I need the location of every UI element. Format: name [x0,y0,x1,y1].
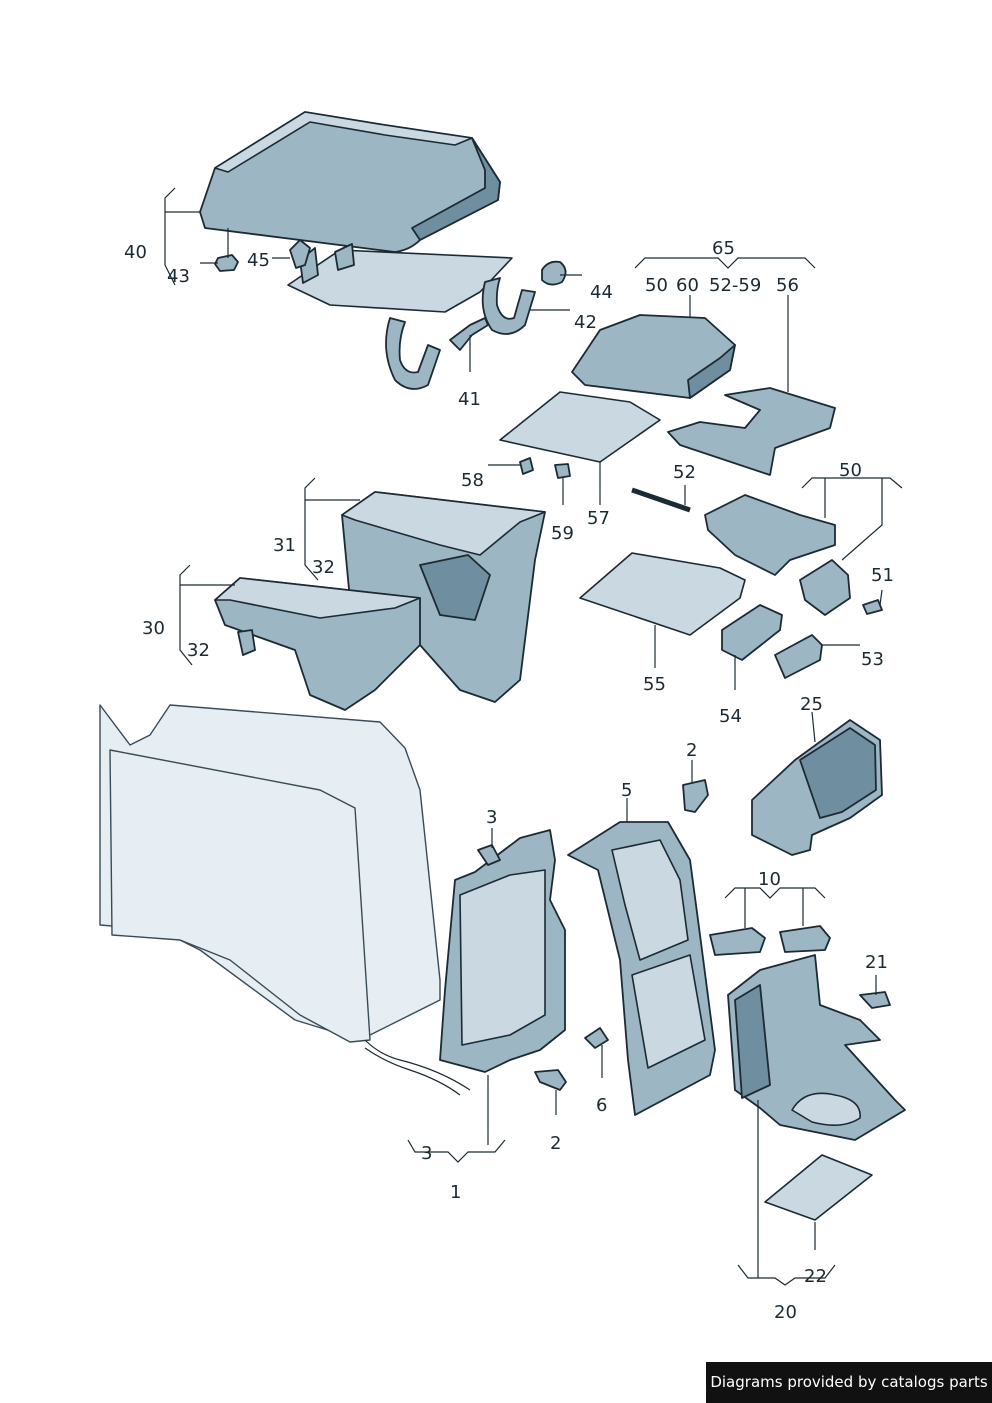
hinge-mechanism-part [704,494,851,616]
callout-21: 21 [865,952,888,973]
trim-strip-53-part [774,634,823,679]
armrest-lid-part [199,111,501,253]
callout-25: 25 [800,694,823,715]
callout-32-lower: 32 [187,640,210,661]
callout-3-lower: 3 [421,1143,432,1164]
clip-6-part [584,1027,609,1049]
callout-59: 59 [551,523,574,544]
callout-5: 5 [621,780,632,801]
clip-32-part [237,629,256,656]
callout-1: 1 [450,1182,461,1203]
console-bracket-part [439,829,566,1073]
callout-22: 22 [804,1266,827,1287]
leader-lines [164,187,903,1286]
callout-6: 6 [596,1095,607,1116]
trim-cover-part [667,387,836,476]
callout-45: 45 [247,250,270,271]
callout-2-lower: 2 [550,1133,561,1154]
callout-labels: 40 43 45 44 42 41 65 50 60 52-59 56 58 5… [124,238,894,1323]
callout-51: 51 [871,565,894,586]
air-vent-part [751,719,883,856]
screw-58-part [519,457,534,475]
callout-41: 41 [458,389,481,410]
lighter-left-part [709,927,766,956]
nut-59-part [554,463,571,479]
callout-31: 31 [273,535,296,556]
bolt-41-part [449,317,489,351]
callout-2-upper: 2 [686,740,697,761]
callout-20: 20 [774,1302,797,1323]
callout-57: 57 [587,508,610,529]
callout-55: 55 [643,674,666,695]
vehicle-console-context [99,704,471,1096]
nut-43-part [214,254,239,272]
screw-2-upper-part [682,779,709,813]
screw-2-lower-part [534,1069,567,1091]
callout-65: 65 [712,238,735,259]
callout-52-59: 52-59 [709,275,761,296]
storage-box-part [341,491,546,703]
base-frame-part [499,391,661,463]
grommet-44-part [541,260,567,286]
callout-53: 53 [861,649,884,670]
cover-plate-part [764,1154,873,1221]
callout-40: 40 [124,242,147,263]
clip-45-part [289,239,311,269]
callout-60: 60 [676,275,699,296]
callout-58: 58 [461,470,484,491]
callout-43: 43 [167,266,190,287]
lighter-right-part [779,925,831,953]
armrest-pad-part [571,314,736,399]
callout-44: 44 [590,282,613,303]
hinge-plate-part [287,243,513,313]
callout-42: 42 [574,312,597,333]
screw-51-part [862,599,883,615]
hinge-arms-part [385,277,536,390]
callout-30: 30 [142,618,165,639]
screw-21-part [859,991,891,1009]
rear-trim-panel-part [567,821,716,1116]
clip-3-part [477,844,501,866]
callout-50-top: 50 [645,275,668,296]
cup-holder-part [727,954,906,1141]
callout-3-upper: 3 [486,807,497,828]
clip-54-part [721,604,783,661]
callout-50-right: 50 [839,460,862,481]
callout-10: 10 [758,869,781,890]
callout-52: 52 [673,462,696,483]
storage-tray-part [214,577,421,711]
credit-banner: Diagrams provided by catalogs parts [706,1362,992,1403]
callout-54: 54 [719,706,742,727]
pin-52-part [631,487,691,513]
tray-part [579,552,746,636]
callout-32-upper: 32 [312,557,335,578]
callout-56: 56 [776,275,799,296]
